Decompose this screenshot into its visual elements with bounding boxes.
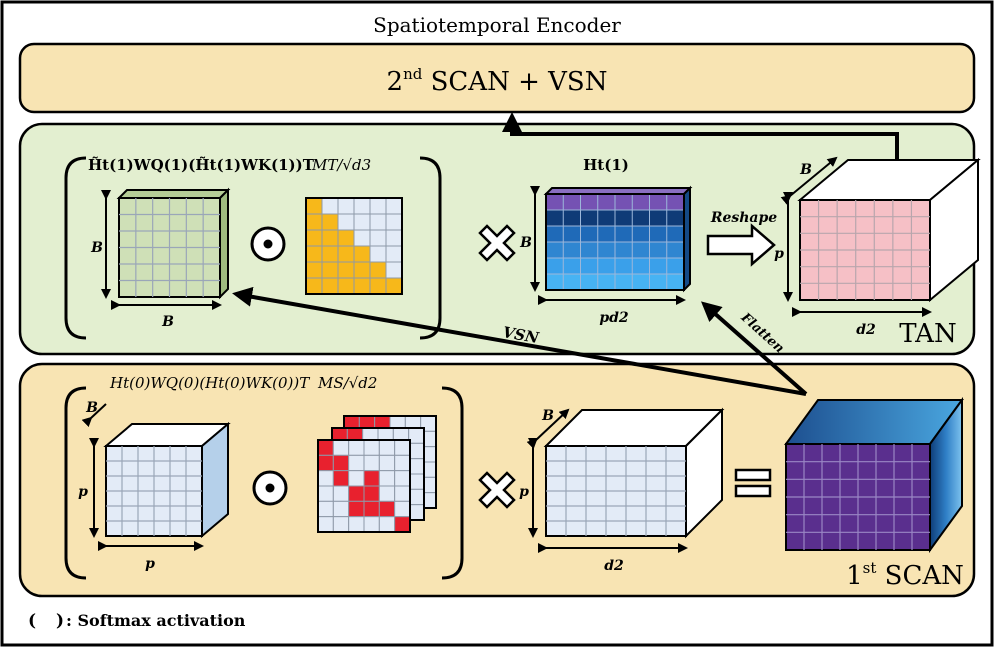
scan-input-cube bbox=[543, 407, 725, 539]
legend-bracket-left-icon: ( bbox=[28, 611, 36, 631]
vsn-arrow bbox=[232, 286, 807, 396]
reshape-arrow bbox=[706, 223, 776, 267]
scan-mask-label: MS/√d2 bbox=[317, 374, 377, 392]
tan-softmax-bracket-right bbox=[419, 156, 442, 340]
scan-softmax-bracket-right bbox=[441, 386, 464, 580]
tan-score-cube bbox=[116, 187, 231, 300]
tan-out-dim-b: B bbox=[799, 162, 812, 178]
scan-formula: Ht(0)WQ(0)(Ht(0)WK(0))T bbox=[109, 374, 310, 392]
legend-text: : Softmax activation bbox=[66, 611, 246, 630]
second-scan-label: 2nd SCAN + VSN bbox=[387, 65, 608, 97]
tan-dim-b-vertical: B bbox=[90, 240, 103, 256]
tan-multiply-icon bbox=[478, 224, 516, 262]
tan-formula: H̃t(1)WQ(1)(H̃t(1)WK(1))T bbox=[88, 156, 315, 174]
tan-label: TAN bbox=[899, 319, 956, 349]
scan-dim-p-horizontal: p bbox=[145, 556, 155, 572]
second-scan-block bbox=[18, 42, 976, 114]
scan-multiply-icon bbox=[478, 471, 516, 509]
tan-h-label: Ht(1) bbox=[583, 156, 629, 174]
tan-hadamard-icon bbox=[250, 226, 286, 262]
scan-score-cube bbox=[103, 421, 231, 539]
tan-softmax-bracket-left bbox=[64, 156, 87, 340]
legend-bracket-right-icon: ) bbox=[56, 611, 64, 631]
first-scan-label: 1st SCAN bbox=[846, 559, 964, 591]
scan-spatial-masks bbox=[317, 415, 437, 533]
tan-hidden-cube bbox=[543, 185, 693, 293]
tan-output-cube bbox=[797, 157, 981, 303]
tan-mask-label: MT/√d3 bbox=[311, 156, 371, 174]
scan-input-dim-p: p bbox=[519, 484, 529, 500]
tan-out-dim-p: p bbox=[774, 246, 784, 262]
tan-h-dim-pd2: pd2 bbox=[599, 310, 629, 326]
encoder-title: Spatiotemporal Encoder bbox=[373, 13, 621, 37]
first-scan-block bbox=[18, 362, 976, 598]
scan-input-dim-d2: d2 bbox=[604, 558, 624, 574]
tan-dim-b-horizontal: B bbox=[161, 314, 174, 330]
flatten-arrow bbox=[701, 301, 808, 396]
tan-h-dim-b: B bbox=[519, 235, 532, 251]
tan-out-dim-d2: d2 bbox=[856, 322, 876, 338]
scan-dim-b: B bbox=[85, 400, 98, 416]
scan-dim-p-vertical: p bbox=[78, 484, 88, 500]
tan-to-second-scan-arrow bbox=[502, 112, 899, 160]
tan-causal-mask bbox=[305, 197, 403, 295]
scan-softmax-bracket-left bbox=[64, 386, 87, 580]
scan-hadamard-icon bbox=[252, 470, 288, 506]
reshape-label: Reshape bbox=[710, 210, 777, 226]
scan-output-cube bbox=[784, 396, 964, 554]
equals-icon bbox=[734, 468, 772, 498]
scan-input-dim-b: B bbox=[541, 408, 554, 424]
